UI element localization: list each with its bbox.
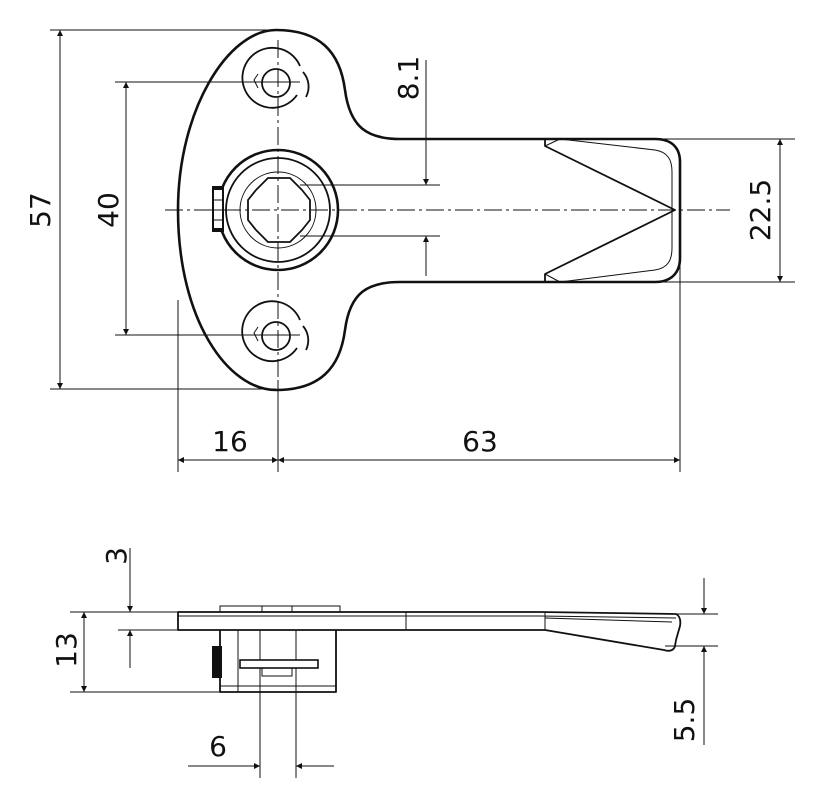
- side-pin: [239, 659, 319, 669]
- dim-5-5-label: 5.5: [668, 698, 701, 743]
- dim-63-label: 63: [462, 425, 498, 458]
- top-view: 57 40 8.1 22.5 16 63: [24, 28, 795, 472]
- square-drive: [247, 177, 311, 243]
- side-view: 3 13 6 5.5: [50, 547, 718, 778]
- dim-40-label: 40: [92, 192, 125, 228]
- side-clip: [212, 646, 222, 678]
- top-screw-hole: [241, 46, 310, 109]
- dim-57-label: 57: [24, 192, 57, 228]
- dim-22-5-label: 22.5: [744, 179, 777, 241]
- side-plate: [177, 611, 682, 652]
- bottom-screw-hole: [241, 300, 310, 363]
- dim-6-label: 6: [209, 730, 227, 763]
- dim-8-1-label: 8.1: [392, 56, 425, 101]
- dim-13-label: 13: [50, 632, 83, 668]
- dim-3-label: 3: [100, 547, 133, 565]
- dim-16-label: 16: [212, 425, 248, 458]
